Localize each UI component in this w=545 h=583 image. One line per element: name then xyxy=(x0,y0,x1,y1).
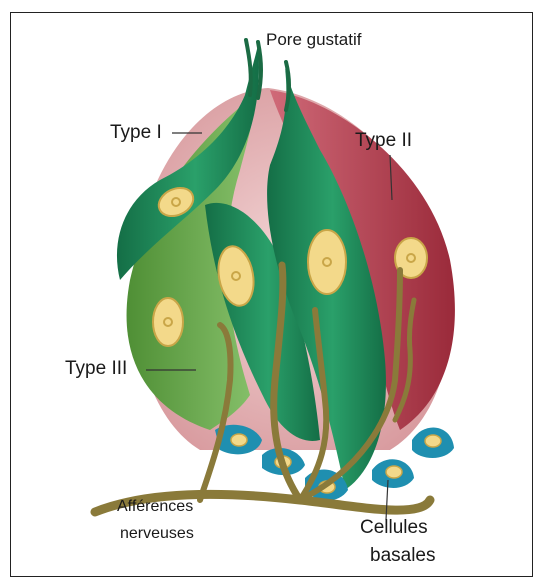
label-type2: Type II xyxy=(355,130,412,152)
label-type1: Type I xyxy=(110,122,162,144)
label-basal-line1: Cellules xyxy=(360,517,428,539)
label-type3: Type III xyxy=(65,358,127,380)
label-basal-line2: basales xyxy=(370,545,436,567)
label-afferent-line2: nerveuses xyxy=(120,525,194,543)
label-pore: Pore gustatif xyxy=(266,30,361,50)
label-afferent-line1: Afférences xyxy=(117,498,193,516)
